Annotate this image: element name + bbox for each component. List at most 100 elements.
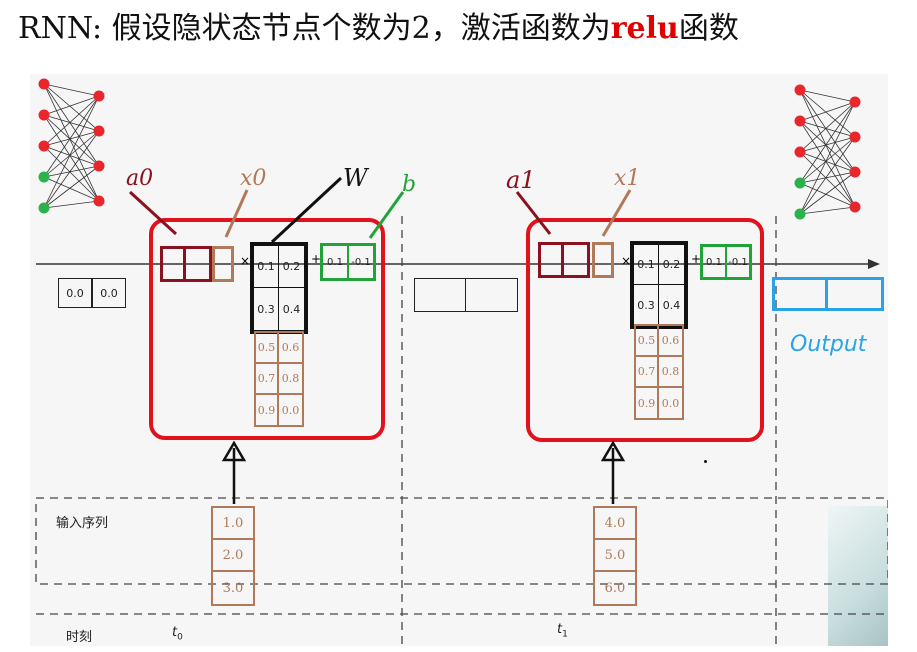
a0-label: a0 <box>126 166 154 191</box>
network-edge <box>799 101 856 215</box>
u-matrix-cell: 0.9 <box>256 395 279 425</box>
w-matrix-cell: 0.2 <box>659 245 684 285</box>
network-edge <box>43 83 100 167</box>
network-edge <box>43 95 100 147</box>
x0-pointer <box>224 189 249 238</box>
w-matrix-cell: 0.3 <box>634 285 659 325</box>
network-node <box>794 146 806 158</box>
time-step-t1: t1 <box>557 622 568 640</box>
network-node <box>93 125 105 137</box>
x0-vector <box>212 246 234 282</box>
a1-vector-cell <box>538 242 564 278</box>
network-edge <box>43 130 100 178</box>
x1-label: x1 <box>614 166 641 191</box>
network-edge <box>43 95 100 116</box>
plus-sign-1: + <box>691 252 702 266</box>
u-matrix-cell: 0.8 <box>279 364 302 395</box>
x0-vector-cell <box>212 246 234 282</box>
output-state-cell <box>772 277 828 311</box>
bias-cell: -0.1 <box>348 243 376 281</box>
network-edge <box>43 165 100 178</box>
u-matrix-cell: 0.5 <box>636 326 659 357</box>
network-edge <box>799 89 856 208</box>
network-edge <box>799 120 856 138</box>
bias-vector-0: 0.1 -0.1 <box>320 243 376 281</box>
multiply-sign-0: × <box>240 254 251 268</box>
network-edge <box>799 89 856 138</box>
network-edge <box>799 151 856 208</box>
network-edge <box>43 130 100 147</box>
title-prefix: RNN: 假设隐状态节点个数为2，激活函数为 <box>18 11 611 46</box>
x1-pointer <box>601 189 632 237</box>
input-value-cell: 3.0 <box>222 580 244 596</box>
network-edge <box>799 136 856 153</box>
network-edge <box>799 136 856 215</box>
network-node <box>794 177 806 189</box>
a0-vector <box>160 246 212 282</box>
network-node <box>38 171 50 183</box>
a1-vector-cell <box>564 242 590 278</box>
rnn-cell-frame-0 <box>149 218 385 440</box>
b-pointer <box>368 191 405 239</box>
u-matrix-cell: 0.0 <box>661 396 680 410</box>
stray-dot <box>704 460 707 463</box>
w-matrix-0: 0.1 0.2 0.3 0.4 <box>250 242 308 334</box>
t0-subscript: 0 <box>177 632 183 643</box>
network-edge <box>43 95 100 209</box>
input-value-cell: 6.0 <box>604 580 626 596</box>
hidden-state-box <box>414 278 518 312</box>
a1-label: a1 <box>506 166 536 194</box>
network-edge <box>43 145 100 167</box>
network-edge <box>43 200 100 209</box>
network-edge <box>43 165 100 209</box>
network-edge <box>43 114 100 202</box>
network-edge <box>799 89 856 173</box>
w-matrix-cell: 0.2 <box>279 246 304 288</box>
w-matrix-1: 0.1 0.2 0.3 0.4 <box>630 241 688 329</box>
hidden-state-cell <box>466 278 518 312</box>
network-node <box>93 195 105 207</box>
network-edge <box>799 101 856 184</box>
network-edge <box>799 151 856 173</box>
input-value-cell: 2.0 <box>213 540 253 572</box>
network-edge <box>799 120 856 208</box>
initial-state-box: 0.0 0.0 <box>58 278 126 308</box>
network-node <box>93 160 105 172</box>
t0-letter: t <box>172 625 178 640</box>
network-edge <box>799 101 856 122</box>
a1-vector <box>538 242 590 278</box>
x0-label: x0 <box>240 166 267 191</box>
u-matrix-0: 0.5 0.6 0.7 0.8 0.9 0.0 <box>254 331 304 427</box>
network-edge <box>43 83 100 132</box>
network-node <box>38 202 50 214</box>
input-sequence-1: 4.0 5.0 6.0 <box>593 506 637 606</box>
network-node <box>849 96 861 108</box>
network-node <box>38 140 50 152</box>
network-node <box>794 115 806 127</box>
bias-cell: 0.1 <box>700 244 726 280</box>
network-edge <box>799 206 856 215</box>
plus-sign-0: + <box>311 252 322 266</box>
w-matrix-cell: 0.3 <box>254 288 279 330</box>
output-state-box <box>772 277 884 311</box>
a0-pointer <box>128 190 178 236</box>
network-edge <box>43 114 100 132</box>
network-edge <box>43 145 100 202</box>
network-node <box>38 109 50 121</box>
bias-cell: 0.1 <box>320 243 348 281</box>
network-edge <box>43 130 100 209</box>
w-matrix-cell: 0.1 <box>254 246 279 288</box>
input-value-cell: 4.0 <box>595 508 635 540</box>
a0-vector-cell <box>160 246 186 282</box>
title-highlight: relu <box>610 11 679 46</box>
u-matrix-cell: 0.6 <box>659 326 682 357</box>
x1-vector-cell <box>592 242 614 278</box>
slide-title: RNN: 假设隐状态节点个数为2，激活函数为relu函数 <box>0 4 917 54</box>
w-pointer <box>270 176 343 244</box>
network-edge <box>43 176 100 202</box>
network-node <box>794 84 806 96</box>
network-edge <box>43 83 100 202</box>
title-suffix: 函数 <box>678 11 739 46</box>
hidden-state-cell <box>414 278 466 312</box>
input-arrow-1-head <box>600 440 626 462</box>
